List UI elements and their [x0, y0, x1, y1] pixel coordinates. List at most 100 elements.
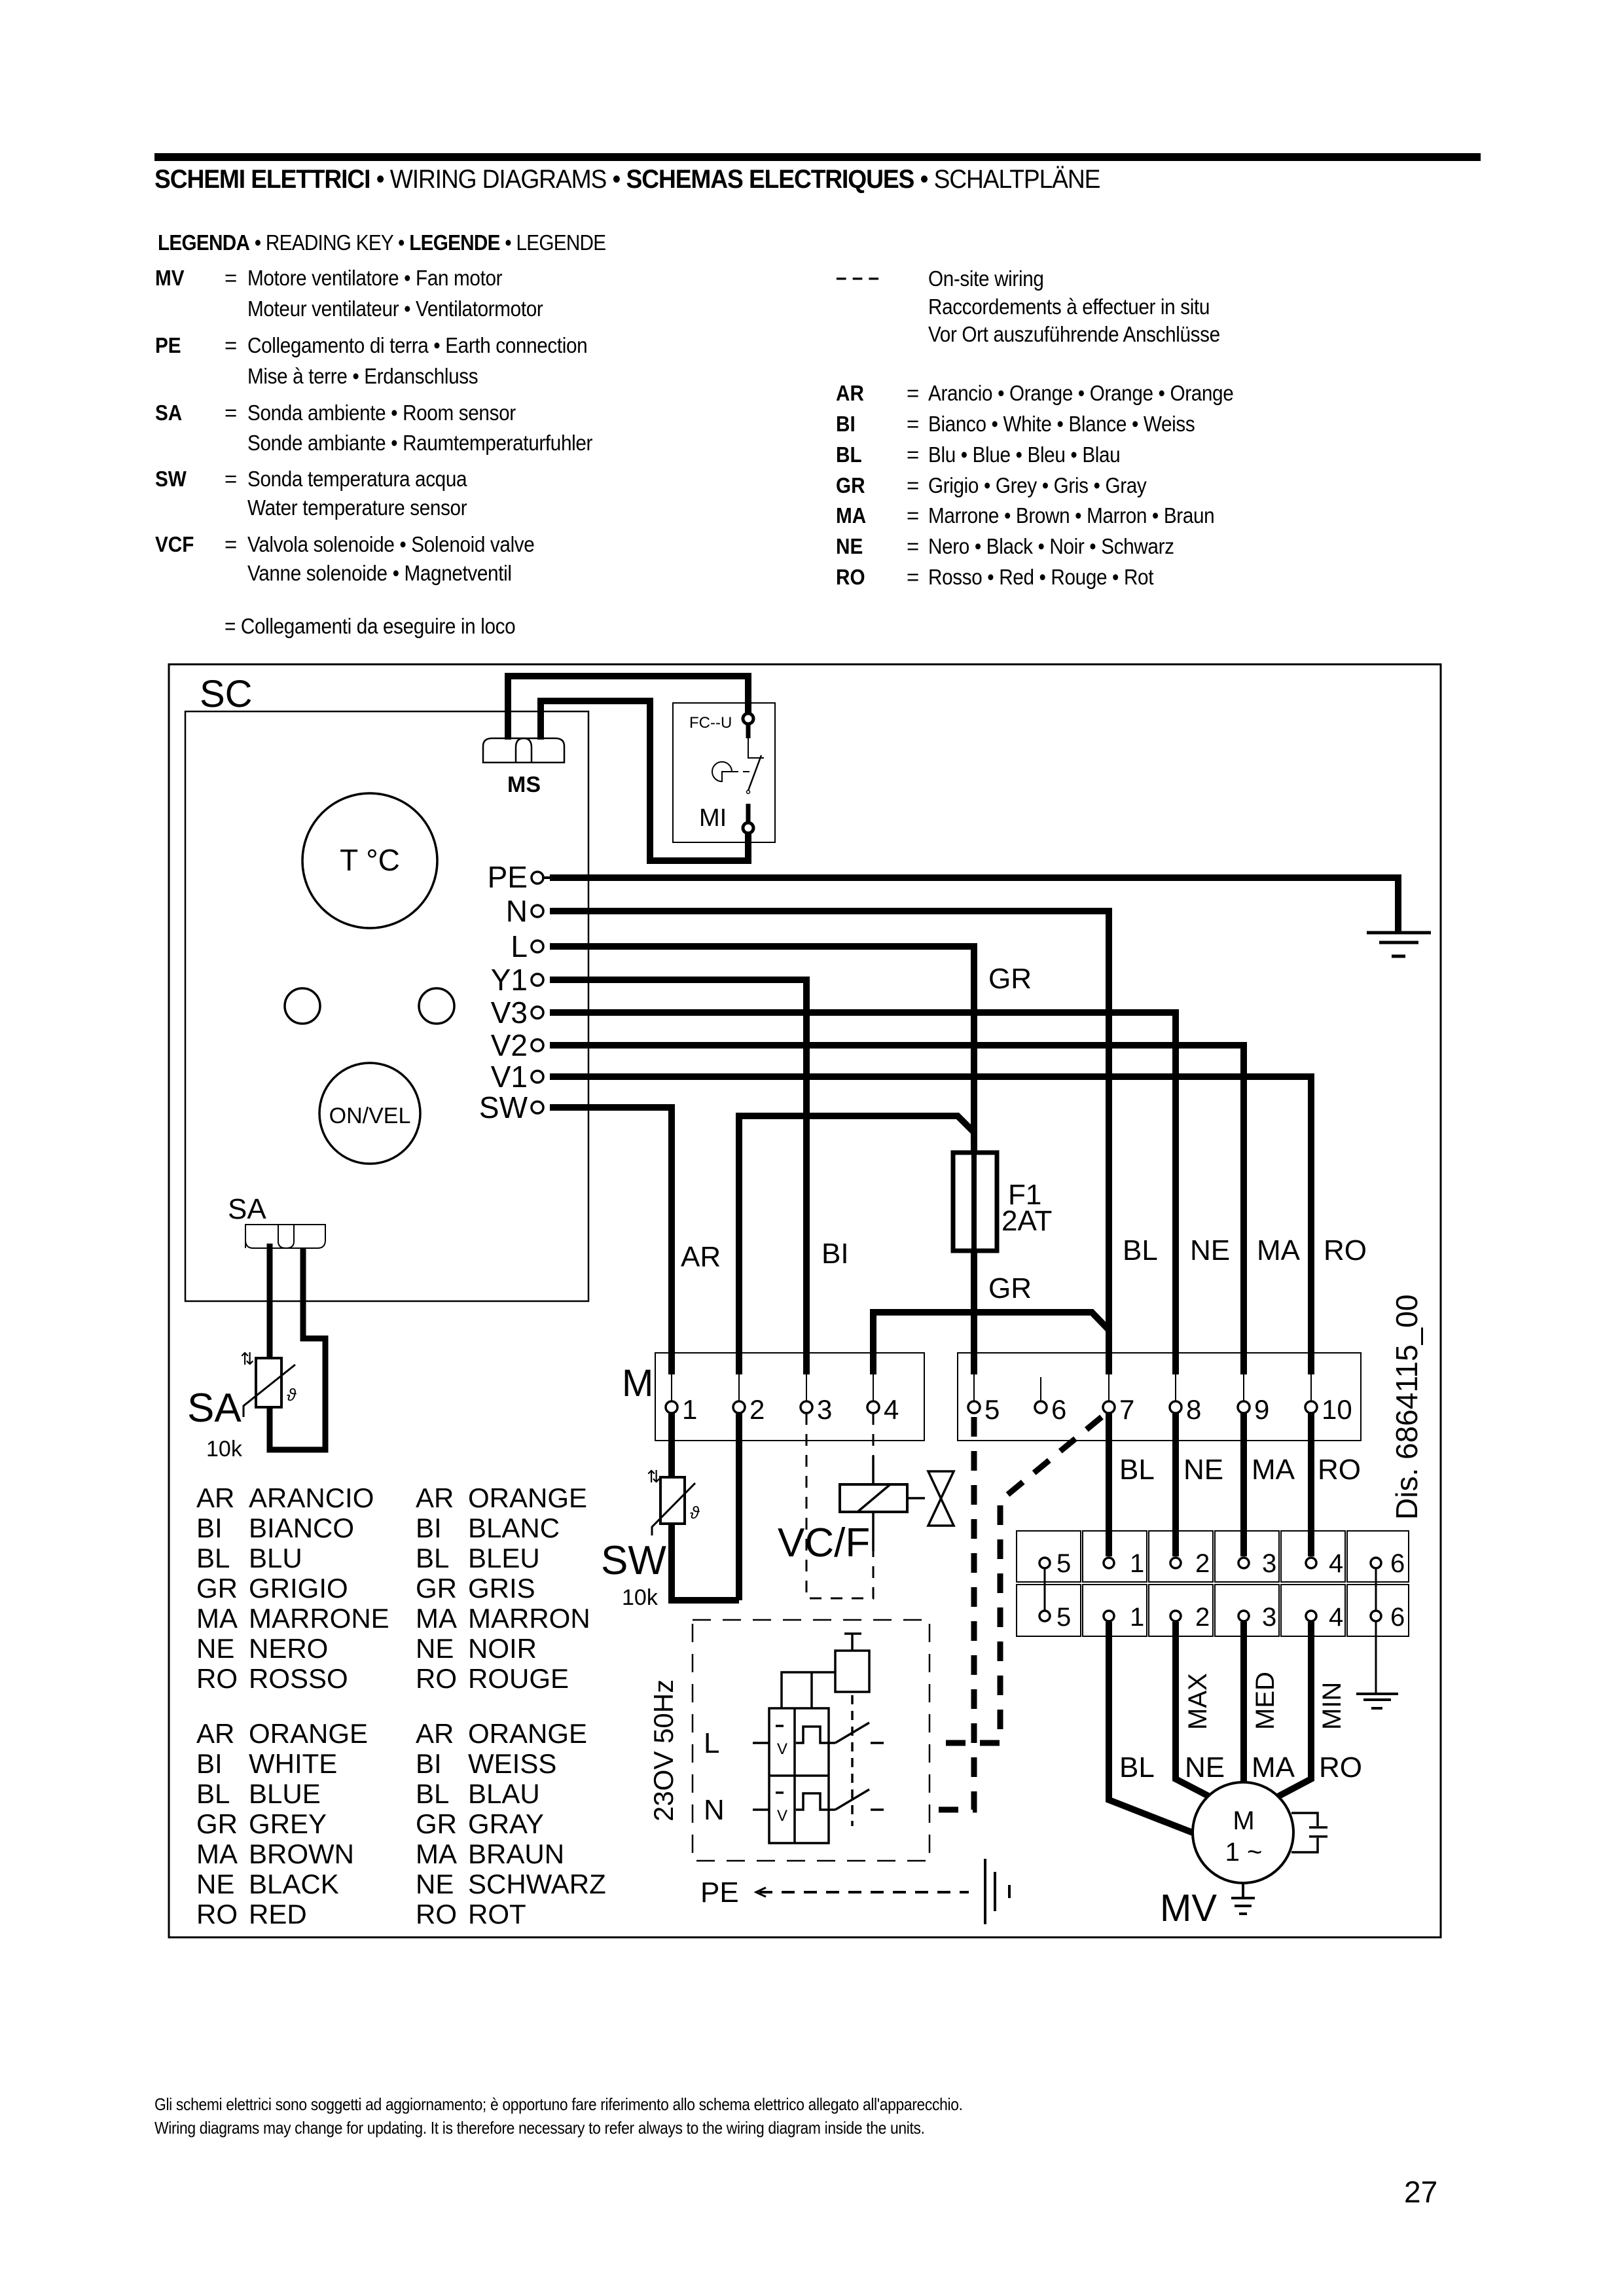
indicator-led-left — [283, 987, 321, 1025]
wire-label-ne: NE — [1185, 1751, 1225, 1784]
legend-equals: = — [907, 534, 920, 558]
m-terminal-10 — [1304, 1400, 1318, 1414]
terminal-block-label: M — [622, 1362, 653, 1405]
onsite-line: Raccordements à effectuer in situ — [928, 295, 1210, 319]
m-terminal-number: 5 — [984, 1394, 1000, 1425]
onsite-line: On-site wiring — [928, 266, 1044, 291]
strip-number: 1 — [1130, 1603, 1144, 1632]
table-cell: RO — [416, 1663, 457, 1694]
legend-heading: LEGENDA • READING KEY • LEGENDE • LEGEND… — [158, 230, 606, 255]
title-english: • WIRING DIAGRAMS • — [370, 165, 626, 194]
mi-label: MI — [699, 804, 727, 832]
terminal-label-sw: SW — [479, 1090, 528, 1124]
indicator-led-right — [418, 987, 456, 1025]
strip-number: 5 — [1056, 1603, 1071, 1632]
legend-heading-de: • LEGENDE — [499, 230, 606, 255]
table-cell: BLUE — [249, 1778, 321, 1809]
temperature-knob — [301, 792, 439, 929]
ms-connector — [482, 737, 566, 764]
table-cell: NE — [196, 1633, 234, 1664]
ms-label: MS — [507, 772, 541, 797]
table-cell: GR — [416, 1573, 457, 1604]
m-terminal-5 — [967, 1400, 981, 1414]
strip-number: 3 — [1262, 1603, 1276, 1632]
table-cell: NE — [416, 1869, 454, 1899]
table-cell: ARANCIO — [249, 1482, 374, 1513]
m-terminal-6 — [1034, 1400, 1048, 1414]
controller-terminal-labels: PE N L Y1 V3 V2 V1 SW — [479, 860, 528, 1124]
strip-number: 3 — [1262, 1549, 1276, 1578]
table-cell: BL — [196, 1543, 230, 1573]
diagram-frame — [168, 663, 1442, 1939]
table-cell: GR — [416, 1808, 457, 1839]
terminal-v2 — [530, 1038, 545, 1052]
m-terminal-number: 2 — [749, 1394, 765, 1425]
table-cell: BIANCO — [249, 1513, 354, 1543]
sa-thermistor-slope — [242, 1363, 296, 1417]
table-cell: BI — [196, 1513, 223, 1543]
legend-line: Sonda ambiente • Room sensor — [247, 401, 516, 425]
legend-equals: = — [225, 467, 238, 491]
sw-thermistor-slope — [651, 1482, 696, 1535]
terminal-block-m1 — [655, 1352, 925, 1441]
strip-links — [1043, 1563, 1377, 1694]
legend-line: Mise à terre • Erdanschluss — [247, 364, 478, 388]
legend-equals: = — [907, 503, 920, 528]
onsite-dashed-wires — [936, 1414, 1104, 1813]
legend-equals: = — [225, 333, 238, 357]
m-terminal-7 — [1102, 1400, 1116, 1414]
m-terminal-numbers: 1 2 3 4 5 6 7 8 9 10 — [682, 1394, 1352, 1425]
table-cell: NERO — [249, 1633, 328, 1664]
speed-med: MED — [1251, 1672, 1280, 1730]
onsite-line: Vor Ort auszuführende Anschlüsse — [928, 322, 1220, 346]
table-cell: NE — [196, 1869, 234, 1899]
wire-ms-mi — [537, 698, 751, 864]
terminal-label-v3: V3 — [491, 996, 528, 1030]
supply-n-label: N — [704, 1794, 725, 1826]
footer-note-italian: Gli schemi elettrici sono soggetti ad ag… — [154, 2094, 963, 2114]
fcu-label: FC--U — [689, 714, 732, 732]
table-cell: ROUGE — [468, 1663, 569, 1694]
table-cell: AR — [196, 1482, 234, 1513]
terminal-label-pe: PE — [488, 860, 528, 894]
speed-min: MIN — [1318, 1682, 1346, 1730]
table-cell: GR — [196, 1808, 238, 1839]
speed-max: MAX — [1183, 1673, 1212, 1730]
earth-ground-icon — [1367, 931, 1431, 958]
wire-label-bl: BL — [1123, 1234, 1158, 1266]
strip-number: 4 — [1329, 1549, 1343, 1578]
strip-number: 2 — [1195, 1603, 1210, 1632]
table-cell: GRAY — [468, 1808, 544, 1839]
wire-label-bi: BI — [821, 1238, 849, 1270]
legend-code: SA — [155, 401, 183, 425]
strip-number: 4 — [1329, 1603, 1343, 1632]
table-cell: BLACK — [249, 1869, 339, 1899]
wire-v1-ro — [550, 1073, 1314, 1374]
wire-n — [550, 908, 1112, 1374]
valve-label: VC/F — [778, 1520, 870, 1566]
strip-number: 6 — [1390, 1603, 1405, 1632]
fcu-switch-pivot — [746, 789, 751, 795]
on-vel-knob — [318, 1062, 422, 1165]
arrow-left-icon — [753, 1886, 767, 1898]
legend-equals: = — [225, 266, 238, 290]
m-terminal-number: 7 — [1119, 1394, 1134, 1425]
table-cell: BROWN — [249, 1839, 354, 1869]
wire-label-bl: BL — [1119, 1454, 1155, 1486]
fuse-label: F1 — [1008, 1179, 1041, 1211]
wire-terminal4-gr — [870, 1309, 1111, 1374]
table-cell: RO — [196, 1663, 238, 1694]
table-cell: GRIGIO — [249, 1573, 348, 1604]
legend-line: Sonda temperatura acqua — [247, 467, 467, 491]
legend-line: Water temperature sensor — [247, 495, 467, 520]
wire-label-ma: MA — [1252, 1454, 1295, 1486]
table-cell: BL — [416, 1543, 449, 1573]
strip-ground-icon — [1356, 1693, 1398, 1710]
